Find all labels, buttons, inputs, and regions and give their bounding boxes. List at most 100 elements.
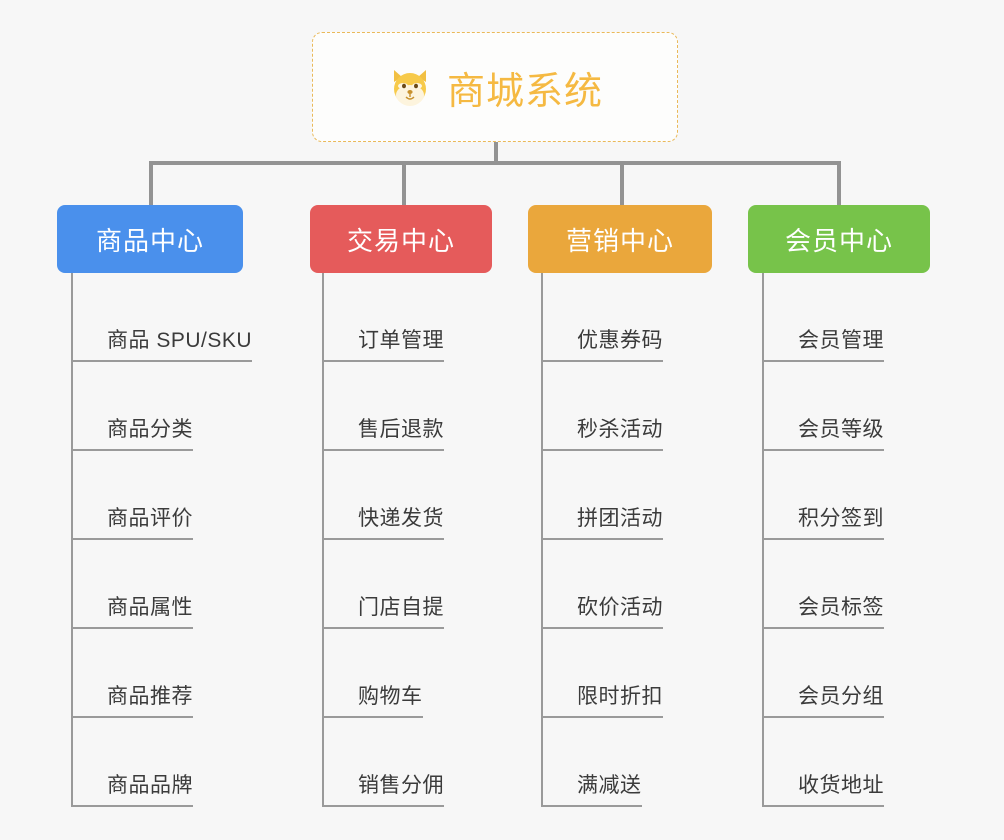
category-box-product-center[interactable]: 商品中心 (57, 205, 243, 273)
leaf-label: 限时折扣 (577, 685, 663, 708)
leaf-label: 商品推荐 (107, 685, 193, 708)
category-box-trade-center[interactable]: 交易中心 (310, 205, 492, 273)
leaf-item[interactable]: 门店自提 (322, 540, 444, 629)
shiba-dog-face-icon (387, 64, 433, 110)
leaf-connector-tick (322, 360, 358, 362)
leaf-label: 会员分组 (798, 685, 884, 708)
leaf-underline: 商品 SPU/SKU (71, 324, 253, 362)
leaf-underline: 商品分类 (71, 413, 193, 451)
leaf-label: 会员标签 (798, 596, 884, 619)
leaf-label: 商品 SPU/SKU (107, 329, 253, 352)
leaf-item[interactable]: 购物车 (322, 629, 444, 718)
leaf-label: 门店自提 (358, 596, 444, 619)
leaf-underline: 拼团活动 (541, 502, 663, 540)
leaf-connector-tick (762, 716, 798, 718)
column-marketing-center: 优惠券码秒杀活动拼团活动砍价活动限时折扣满减送 (541, 273, 663, 807)
leaf-underline: 商品品牌 (71, 769, 193, 807)
leaf-item[interactable]: 商品评价 (71, 451, 252, 540)
leaf-underline: 售后退款 (322, 413, 444, 451)
column-spine (322, 273, 324, 807)
leaf-label: 会员管理 (798, 329, 884, 352)
leaf-item[interactable]: 满减送 (541, 718, 663, 807)
leaf-connector-tick (541, 538, 577, 540)
root-title: 商城系统 (446, 70, 603, 113)
connector-drop-trade-center (402, 161, 406, 205)
leaf-underline: 会员分组 (762, 680, 884, 718)
leaf-label: 商品分类 (107, 418, 193, 441)
category-label: 会员中心 (784, 225, 893, 256)
leaf-item[interactable]: 优惠券码 (541, 273, 663, 362)
leaf-item[interactable]: 积分签到 (762, 451, 884, 540)
leaf-label: 会员等级 (798, 418, 884, 441)
leaf-connector-tick (322, 538, 358, 540)
leaf-connector-tick (762, 627, 798, 629)
root-node[interactable]: 商城系统 (312, 32, 678, 142)
leaf-label: 优惠券码 (577, 329, 663, 352)
leaf-underline: 订单管理 (322, 324, 444, 362)
connector-drop-product-center (149, 161, 153, 205)
connector-drop-member-center (837, 161, 841, 205)
leaf-connector-tick (322, 805, 358, 807)
leaf-label: 砍价活动 (577, 596, 663, 619)
leaf-item[interactable]: 限时折扣 (541, 629, 663, 718)
leaf-connector-tick (541, 627, 577, 629)
leaf-underline: 满减送 (541, 769, 642, 807)
column-trade-center: 订单管理售后退款快递发货门店自提购物车销售分佣 (322, 273, 444, 807)
leaf-underline: 商品评价 (71, 502, 193, 540)
leaf-item[interactable]: 商品推荐 (71, 629, 252, 718)
category-label: 交易中心 (346, 225, 455, 256)
leaf-label: 满减送 (577, 774, 642, 797)
leaf-connector-tick (71, 805, 107, 807)
leaf-connector-tick (322, 449, 358, 451)
leaf-item[interactable]: 秒杀活动 (541, 362, 663, 451)
leaf-underline: 积分签到 (762, 502, 884, 540)
leaf-item[interactable]: 会员标签 (762, 540, 884, 629)
leaf-item[interactable]: 商品品牌 (71, 718, 252, 807)
leaf-connector-tick (71, 627, 107, 629)
category-box-marketing-center[interactable]: 营销中心 (528, 205, 712, 273)
leaf-connector-tick (71, 360, 107, 362)
leaf-item[interactable]: 售后退款 (322, 362, 444, 451)
leaf-item[interactable]: 收货地址 (762, 718, 884, 807)
leaf-underline: 购物车 (322, 680, 423, 718)
category-box-member-center[interactable]: 会员中心 (748, 205, 930, 273)
leaf-connector-tick (762, 805, 798, 807)
leaf-connector-tick (71, 449, 107, 451)
leaf-connector-tick (762, 360, 798, 362)
leaf-item[interactable]: 砍价活动 (541, 540, 663, 629)
leaf-connector-tick (322, 627, 358, 629)
connector-root-stem (494, 142, 498, 164)
column-product-center: 商品 SPU/SKU 商品分类商品评价商品属性商品推荐商品品牌 (71, 273, 253, 807)
leaf-label: 商品属性 (107, 596, 193, 619)
leaf-connector-tick (541, 716, 577, 718)
column-spine (541, 273, 543, 807)
leaf-label: 商品评价 (107, 507, 193, 530)
leaf-label: 秒杀活动 (577, 418, 663, 441)
column-spine (762, 273, 764, 807)
leaf-item[interactable]: 会员管理 (762, 273, 884, 362)
leaf-underline: 秒杀活动 (541, 413, 663, 451)
leaf-item[interactable]: 会员等级 (762, 362, 884, 451)
leaf-item[interactable]: 拼团活动 (541, 451, 663, 540)
category-label: 商品中心 (95, 225, 204, 256)
leaf-item[interactable]: 商品分类 (71, 362, 252, 451)
leaf-item[interactable]: 商品 SPU/SKU (71, 273, 253, 362)
leaf-underline: 会员等级 (762, 413, 884, 451)
leaf-connector-tick (71, 716, 107, 718)
leaf-underline: 会员标签 (762, 591, 884, 629)
connector-horizontal-bar (149, 161, 839, 165)
leaf-connector-tick (322, 716, 358, 718)
column-spine (71, 273, 73, 807)
leaf-underline: 快递发货 (322, 502, 444, 540)
leaf-underline: 砍价活动 (541, 591, 663, 629)
leaf-item[interactable]: 商品属性 (71, 540, 252, 629)
leaf-underline: 优惠券码 (541, 324, 663, 362)
leaf-label: 积分签到 (798, 507, 884, 530)
leaf-item[interactable]: 销售分佣 (322, 718, 444, 807)
leaf-connector-tick (762, 449, 798, 451)
leaf-item[interactable]: 会员分组 (762, 629, 884, 718)
leaf-label: 销售分佣 (358, 774, 444, 797)
connector-drop-marketing-center (620, 161, 624, 205)
leaf-item[interactable]: 快递发货 (322, 451, 444, 540)
leaf-item[interactable]: 订单管理 (322, 273, 444, 362)
